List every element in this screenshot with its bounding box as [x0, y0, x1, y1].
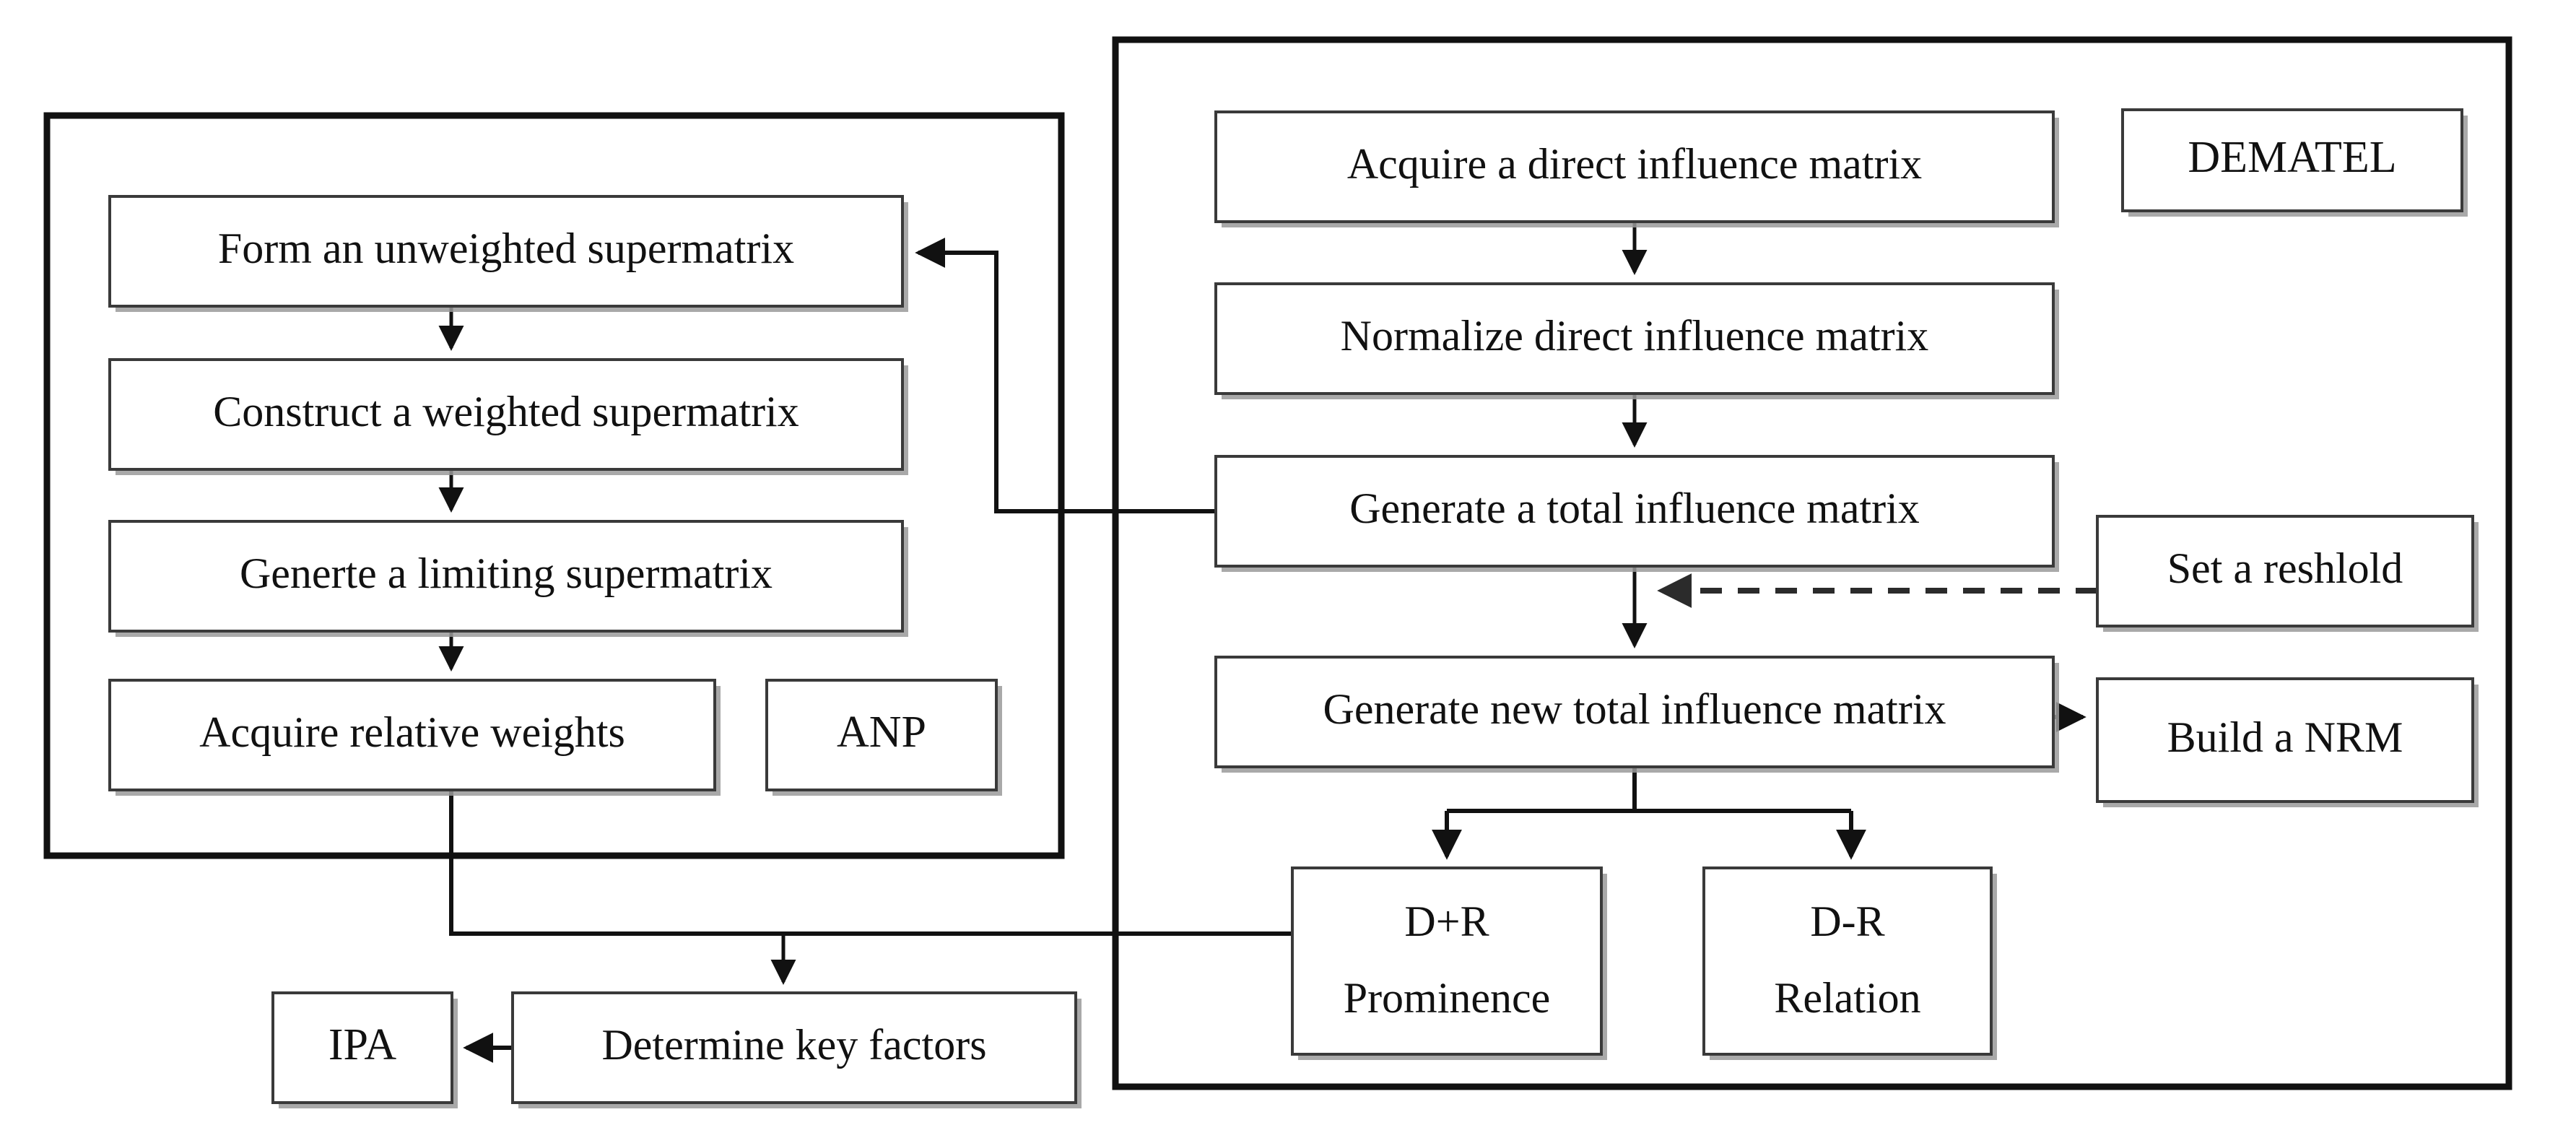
node-label-generte-limiting: Generte a limiting supermatrix: [240, 550, 773, 597]
node-label-generate-total: Generate a total influence matrix: [1349, 485, 1920, 532]
node-label-prominence: Prominence: [1344, 974, 1551, 1022]
edge-feedback-total-to-unweighted: [915, 238, 1216, 513]
node-label-d-minus-r: D-R: [1810, 898, 1884, 945]
node-construct-weighted-supermatrix[interactable]: Construct a weighted supermatrix: [108, 358, 908, 475]
node-normalize-direct-influence-matrix[interactable]: Normalize direct influence matrix: [1214, 282, 2059, 399]
node-form-unweighted-supermatrix[interactable]: Form an unweighted supermatrix: [108, 195, 908, 312]
node-ipa[interactable]: IPA: [271, 991, 458, 1108]
node-label-anp: ANP: [837, 708, 926, 757]
node-label-acquire-direct: Acquire a direct influence matrix: [1347, 140, 1922, 188]
node-build-nrm[interactable]: Build a NRM: [2096, 677, 2479, 807]
node-generte-limiting-supermatrix[interactable]: Generte a limiting supermatrix: [108, 520, 908, 637]
dematel-panel-border: [1112, 36, 2512, 1090]
anp-panel-border: [43, 112, 1065, 859]
node-dematel-tag[interactable]: DEMATEL: [2121, 108, 2468, 217]
node-generate-total-influence-matrix[interactable]: Generate a total influence matrix: [1214, 455, 2059, 572]
node-label-normalize-direct: Normalize direct influence matrix: [1341, 312, 1929, 360]
node-acquire-direct-influence-matrix[interactable]: Acquire a direct influence matrix: [1214, 110, 2059, 227]
node-label-determine-key-factors: Determine key factors: [601, 1021, 986, 1069]
node-set-threshold[interactable]: Set a reshlold: [2096, 515, 2479, 632]
node-label-dematel: DEMATEL: [2188, 133, 2396, 182]
node-label-d-plus-r: D+R: [1404, 898, 1489, 945]
node-label-set-threshold: Set a reshlold: [2167, 544, 2403, 592]
node-label-relation: Relation: [1774, 974, 1920, 1022]
node-anp-tag[interactable]: ANP: [765, 679, 1002, 796]
node-d-plus-r-prominence[interactable]: D+R Prominence: [1291, 866, 1607, 1060]
node-label-form-unweighted: Form an unweighted supermatrix: [218, 225, 794, 272]
node-label-acquire-weights: Acquire relative weights: [199, 708, 625, 756]
node-acquire-relative-weights[interactable]: Acquire relative weights: [108, 679, 721, 796]
node-generate-new-total-influence-matrix[interactable]: Generate new total influence matrix: [1214, 656, 2059, 773]
node-determine-key-factors[interactable]: Determine key factors: [511, 991, 1082, 1108]
node-label-construct-weighted: Construct a weighted supermatrix: [213, 388, 799, 435]
node-label-ipa: IPA: [328, 1020, 396, 1069]
edge-weights-down-and-right: [449, 790, 1292, 936]
node-label-generate-new-total: Generate new total influence matrix: [1323, 685, 1946, 733]
node-label-build-nrm: Build a NRM: [2167, 713, 2403, 761]
node-d-minus-r-relation[interactable]: D-R Relation: [1702, 866, 1997, 1060]
